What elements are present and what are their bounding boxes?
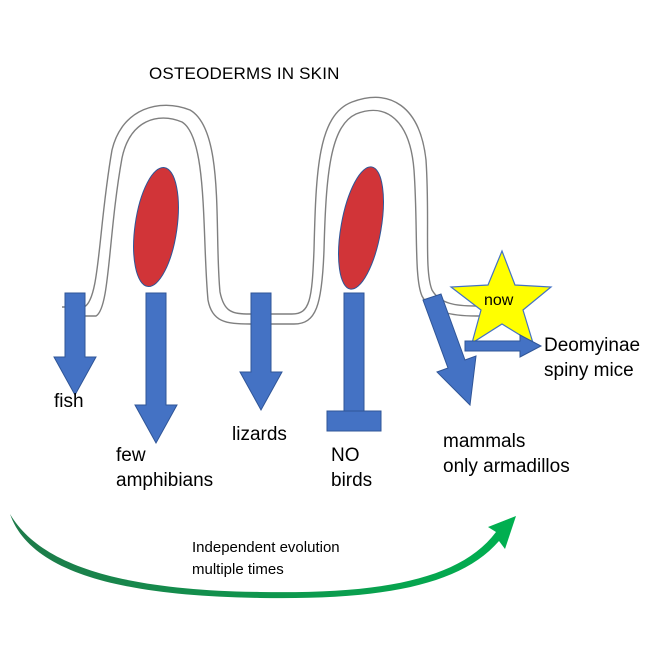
arrow-lizards-icon [239,292,283,412]
label-evolution: Independent evolution multiple times [192,537,340,581]
label-birds-line2: birds [331,470,373,491]
label-mammals-line1: mammals [443,431,526,452]
bird-stem-icon [343,292,365,412]
arrow-deomyinae-icon [464,334,543,358]
label-evolution-line1: Independent evolution [192,539,340,556]
label-lizards: lizards [232,424,287,445]
osteoderm-right-icon [338,166,384,290]
skin-outline-outer [62,96,484,315]
label-amphibians-line1: few [116,445,146,466]
label-evolution-line2: multiple times [192,561,284,578]
label-amphibians-line2: amphibians [116,470,214,491]
bird-block-icon [326,410,382,432]
label-deomyinae: Deomyinae spiny mice [544,333,640,383]
label-deomyinae-line1: Deomyinae [544,335,641,356]
label-birds: NO birds [331,443,372,493]
arrow-fish-icon [53,292,97,397]
osteoderm-left-icon [133,167,179,287]
star-burst-icon [449,249,553,345]
label-birds-line1: NO [331,445,360,466]
skin-outline-inner [84,109,492,325]
arrow-mammals-icon [422,293,477,407]
label-deomyinae-line2: spiny mice [544,360,634,381]
label-fish: fish [54,391,84,412]
label-amphibians: few amphibians [116,443,213,493]
diagram-title: OSTEODERMS IN SKIN [149,64,340,83]
arrow-amphibians-icon [134,292,178,445]
label-now: now [484,292,514,309]
label-mammals: mammals only armadillos [443,429,570,479]
label-mammals-line2: only armadillos [443,456,570,477]
